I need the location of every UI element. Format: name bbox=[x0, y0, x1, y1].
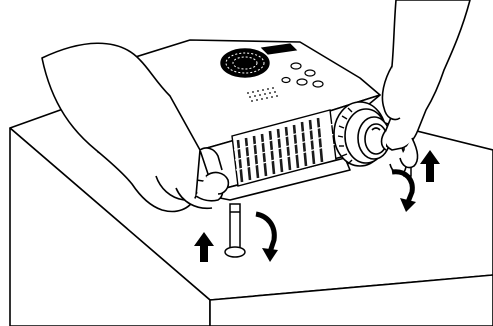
top-speaker-grille bbox=[221, 49, 269, 77]
lens bbox=[334, 102, 390, 166]
